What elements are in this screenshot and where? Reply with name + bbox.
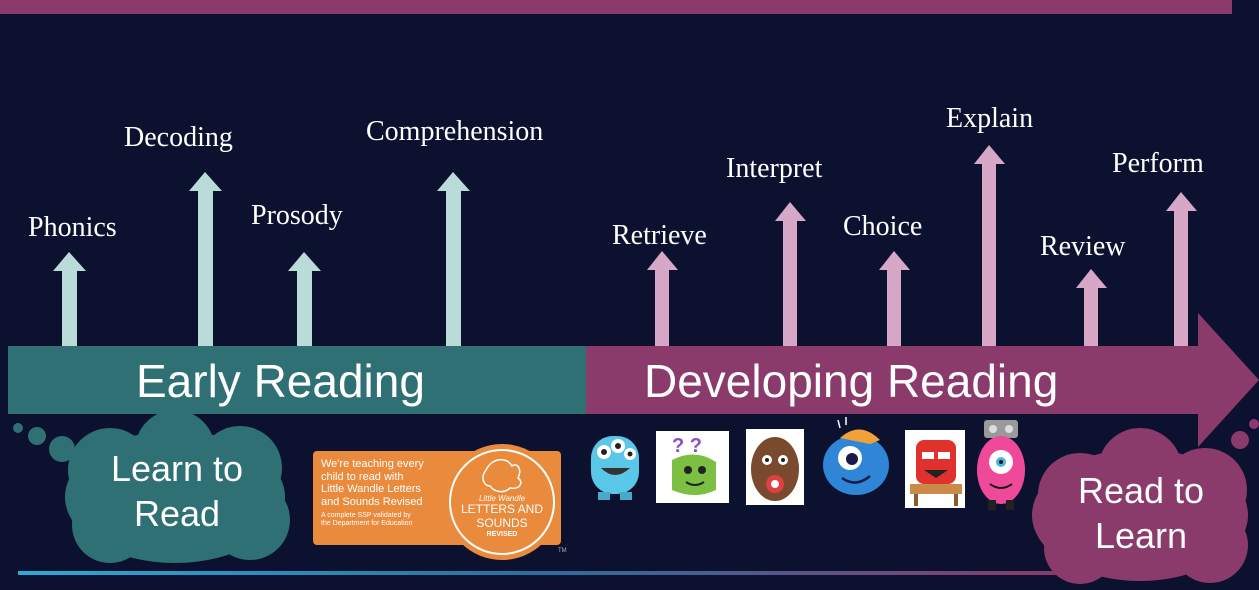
blue-three-eyed-monster-icon xyxy=(591,436,639,500)
badge-line-1: We're teaching every xyxy=(321,458,424,470)
blue-fluffy-monster-icon xyxy=(823,417,889,495)
badge-trademark: TM xyxy=(558,548,567,554)
badge-seal-line-3: REVISED xyxy=(486,530,518,538)
red-desk-monster-icon xyxy=(905,430,965,508)
skill-label-explain: Explain xyxy=(946,103,1034,134)
arrow-review xyxy=(1076,269,1107,346)
learn-to-read-text: Learn to Read xyxy=(82,446,272,536)
read-to-learn-text: Read to Learn xyxy=(1046,468,1236,558)
arrow-interpret xyxy=(775,202,806,346)
brown-furry-monster-icon xyxy=(746,429,804,505)
badge-text-block: We're teaching every child to read with … xyxy=(321,458,451,528)
developing-reading-label: Developing Reading xyxy=(644,355,1059,407)
badge-seal-script: Little Wandle xyxy=(478,494,526,503)
badge-seal-line-1: LETTERS AND xyxy=(460,502,544,517)
bottom-divider-line xyxy=(18,571,1058,575)
arrow-prosody xyxy=(288,252,321,346)
skill-label-prosody: Prosody xyxy=(251,200,343,231)
learn-to-read-line1: Learn to xyxy=(110,448,244,489)
read-to-learn-line1: Read to xyxy=(1077,470,1205,511)
badge-seal-text: Little Wandle LETTERS AND SOUNDS REVISED xyxy=(452,494,552,539)
arrow-phonics xyxy=(53,252,86,346)
skill-label-perform: Perform xyxy=(1112,148,1204,179)
skill-label-choice: Choice xyxy=(843,211,923,242)
badge-line-4: and Sounds Revised xyxy=(321,495,423,508)
badge-line-3: Little Wandle Letters xyxy=(321,483,421,496)
arrow-choice xyxy=(879,251,910,346)
badge-small-line-2: the Department for Education xyxy=(321,519,413,527)
early-reading-band xyxy=(8,346,586,414)
bird-icon xyxy=(482,458,522,493)
arrow-decoding xyxy=(189,172,222,346)
skill-label-phonics: Phonics xyxy=(28,212,117,243)
skill-label-interpret: Interpret xyxy=(726,153,823,184)
learn-to-read-line2: Read xyxy=(133,493,221,534)
arrow-retrieve xyxy=(647,251,678,346)
arrow-explain xyxy=(974,145,1005,346)
skill-label-retrieve: Retrieve xyxy=(612,220,707,251)
green-question-monster-icon: ? ? xyxy=(656,431,729,503)
arrow-perform xyxy=(1166,192,1197,346)
read-to-learn-line2: Learn xyxy=(1094,515,1188,556)
skill-label-review: Review xyxy=(1040,231,1126,262)
read-to-learn-cloud xyxy=(1032,419,1259,584)
developing-reading-arrow-band xyxy=(586,313,1259,447)
top-bar xyxy=(0,0,1232,14)
badge-small-line-1: A complete SSP validated by xyxy=(321,511,411,519)
learn-to-read-cloud xyxy=(13,410,290,563)
little-wandle-badge xyxy=(313,444,561,560)
early-reading-label: Early Reading xyxy=(136,355,425,407)
badge-seal-line-2: SOUNDS xyxy=(476,515,528,530)
arrow-comprehension xyxy=(437,172,470,346)
svg-text:? ?: ? ? xyxy=(672,435,702,457)
badge-line-2: child to read with xyxy=(321,470,404,483)
pink-robot-monster-icon xyxy=(977,420,1025,510)
skill-label-decoding: Decoding xyxy=(124,122,233,153)
skill-label-comprehension: Comprehension xyxy=(366,116,544,147)
